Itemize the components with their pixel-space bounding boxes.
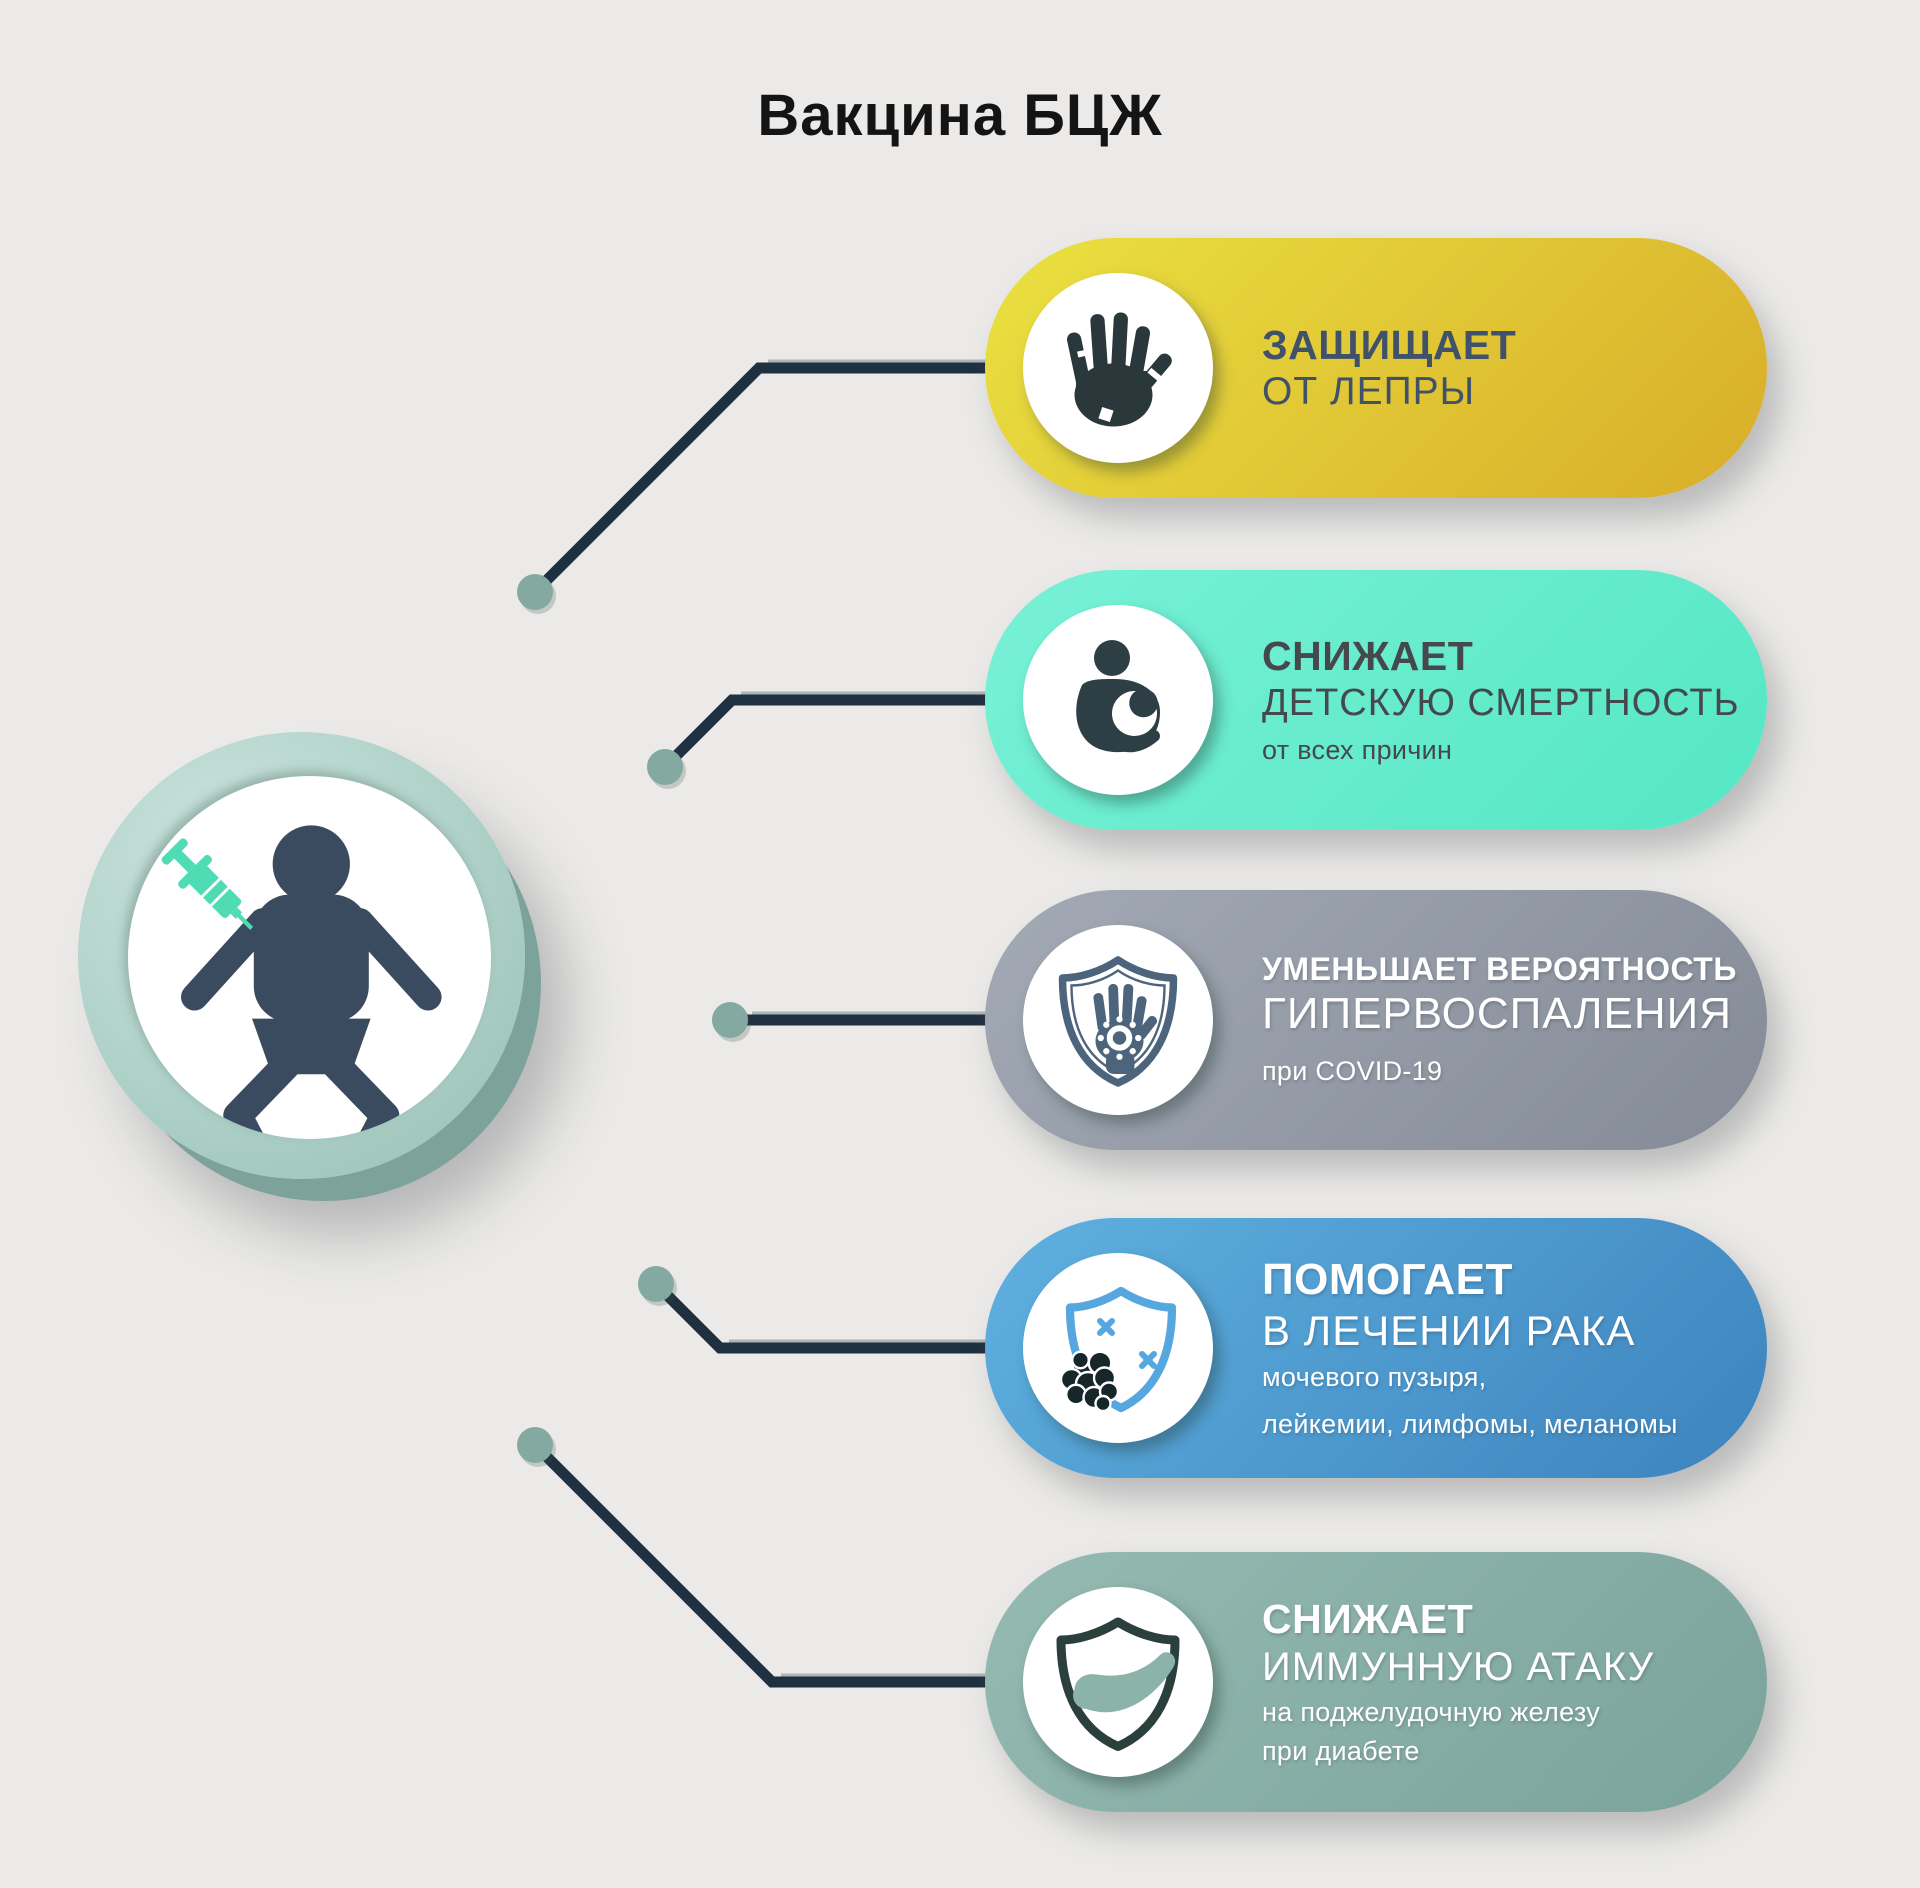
- card-cancer-treatment: ПОМОГАЕТ В ЛЕЧЕНИИ РАКА мочевого пузыря,…: [985, 1218, 1767, 1478]
- syringe-icon: [161, 838, 254, 930]
- card-heading: СНИЖАЕТ: [1262, 1596, 1474, 1643]
- shield-pancreas-icon: [1023, 1587, 1213, 1777]
- card-note: мочевого пузыря,: [1262, 1361, 1487, 1392]
- card-heading: УМЕНЬШАЕТ ВЕРОЯТНОСТЬ: [1262, 950, 1737, 987]
- connector-dot-5: [517, 1427, 553, 1463]
- shield-cancer-cells-icon: [1023, 1253, 1213, 1443]
- card-note: лейкемии, лимфомы, меланомы: [1262, 1408, 1678, 1439]
- card-line2: ОТ ЛЕПРЫ: [1262, 370, 1476, 414]
- baby-icon: [161, 825, 442, 1139]
- card-note: при диабете: [1262, 1735, 1420, 1766]
- connector-line-5: [531, 1441, 1030, 1688]
- card-line2: ИММУННУЮ АТАКУ: [1262, 1644, 1655, 1689]
- card-line2: ГИПЕРВОСПАЛЕНИЯ: [1262, 989, 1732, 1039]
- baby-vaccination-inner-circle: [128, 776, 491, 1139]
- card-hyperinflammation: УМЕНЬШАЕТ ВЕРОЯТНОСТЬ ГИПЕРВОСПАЛЕНИЯ пр…: [985, 890, 1767, 1150]
- connector-line-1: [531, 362, 1030, 596]
- card-heading: СНИЖАЕТ: [1262, 633, 1474, 680]
- card-child-mortality: СНИЖАЕТ ДЕТСКУЮ СМЕРТНОСТЬ от всех причи…: [985, 570, 1767, 830]
- connector-line-2: [661, 694, 1030, 771]
- card-note: на поджелудочную железу: [1262, 1696, 1601, 1727]
- card-note: от всех причин: [1262, 734, 1453, 765]
- connector-line-4: [652, 1280, 1030, 1354]
- card-note: при COVID-19: [1262, 1056, 1443, 1087]
- card-line2: ДЕТСКУЮ СМЕРТНОСТЬ: [1262, 681, 1740, 724]
- shield-hand-virus-icon: [1023, 925, 1213, 1115]
- card-diabetes: СНИЖАЕТ ИММУННУЮ АТАКУ на поджелудочную …: [985, 1552, 1767, 1812]
- card-leprosy: ЗАЩИЩАЕТ ОТ ЛЕПРЫ: [985, 238, 1767, 498]
- mother-child-icon: [1023, 605, 1213, 795]
- connector-dot-4: [638, 1266, 674, 1302]
- baby-vaccination-circle: [78, 732, 525, 1179]
- page-title: Вакцина БЦЖ: [757, 83, 1163, 148]
- connector-dots: [517, 574, 751, 1467]
- card-heading: ПОМОГАЕТ: [1262, 1255, 1513, 1305]
- card-heading: ЗАЩИЩАЕТ: [1262, 321, 1517, 368]
- connector-dot-2: [647, 749, 683, 785]
- connector-dot-1: [517, 574, 553, 610]
- card-line2: В ЛЕЧЕНИИ РАКА: [1262, 1307, 1636, 1355]
- leprosy-hand-icon: [1023, 273, 1213, 463]
- connector-dot-3: [712, 1002, 748, 1038]
